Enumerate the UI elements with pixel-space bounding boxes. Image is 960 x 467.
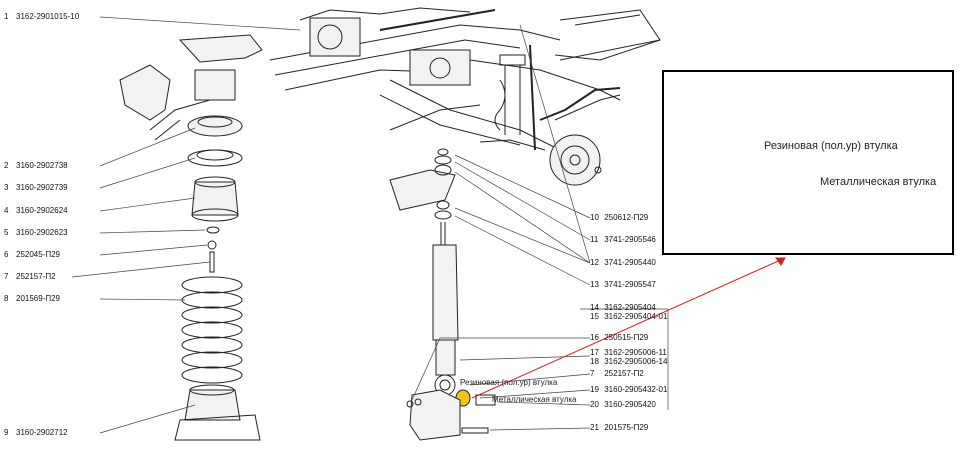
part-code: 250612-П29 xyxy=(604,213,649,222)
callout-18: 18 3162-2905006-14 xyxy=(590,357,667,367)
part-code: 3741-2905440 xyxy=(604,258,656,267)
upper-bracket xyxy=(389,169,456,211)
inset-rubber-bushing-label: Резиновая (пол.ур) втулка xyxy=(764,140,898,152)
bump-stop-bracket xyxy=(119,34,263,141)
callout-8: 8 201569-П29 xyxy=(4,294,60,304)
part-code: 3160-2902624 xyxy=(16,206,68,215)
part-code: 3162-2905006-11 xyxy=(604,348,667,357)
callout-number: 10 xyxy=(590,213,599,222)
nut xyxy=(207,240,217,250)
part-code: 252045-П29 xyxy=(16,250,61,259)
callout-number: 2 xyxy=(4,161,9,170)
callout-13: 13 3741-2905547 xyxy=(590,280,656,290)
washer xyxy=(206,226,220,234)
nut-10 xyxy=(437,148,449,156)
callout-number: 12 xyxy=(590,258,599,267)
part-code: 3162-2905404 xyxy=(604,303,656,312)
callout-3: 3 3160-2902739 xyxy=(4,183,68,193)
bushing-13 xyxy=(434,210,452,220)
callout-2: 2 3160-2902738 xyxy=(4,161,68,171)
part-code: 3741-2905547 xyxy=(604,280,656,289)
part-code: 3162-2905006-14 xyxy=(604,357,668,366)
callout-17: 17 3162-2905006-11 xyxy=(590,348,667,358)
callout-10: 10 250612-П29 xyxy=(590,213,648,223)
callout-21: 21 201575-П29 xyxy=(590,423,648,433)
spring-insulator xyxy=(187,115,243,137)
callout-number: 11 xyxy=(590,235,599,244)
part-code: 201569-П29 xyxy=(16,294,61,303)
inset-metal-bushing-label: Металлическая втулка xyxy=(820,176,937,188)
callout-number: 6 xyxy=(4,250,9,259)
callout-number: 7 xyxy=(4,272,9,281)
part-code: 252157-П2 xyxy=(604,369,644,378)
callout-number: 19 xyxy=(590,385,599,394)
callout-number: 4 xyxy=(4,206,9,215)
callout-16: 16 250515-П29 xyxy=(590,333,648,343)
rubber-bushing-label: Резиновая (пол.ур) втулка xyxy=(460,378,558,387)
lower-spring-seat xyxy=(174,384,261,441)
part-code: 201575-П29 xyxy=(604,423,649,432)
part-code: 3160-2902623 xyxy=(16,228,68,237)
callout-number: 9 xyxy=(4,428,9,437)
callout-number: 16 xyxy=(590,333,599,342)
callout-number: 13 xyxy=(590,280,599,289)
leader-lines xyxy=(71,16,669,434)
spring-pad xyxy=(187,149,243,167)
metal-bushing-label: Металлическая втулка xyxy=(492,395,577,404)
part-code: 3160-2902712 xyxy=(16,428,68,437)
callout-5: 5 3160-2902623 xyxy=(4,228,68,238)
washer-13 xyxy=(436,200,450,210)
callout-arrow xyxy=(471,257,786,399)
part-code: 250515-П29 xyxy=(604,333,649,342)
part-code: 3160-2902738 xyxy=(16,161,68,170)
callout-number: 15 xyxy=(590,312,599,321)
callout-6: 6 252045-П29 xyxy=(4,250,60,260)
callout-7b: 7 252157-П2 xyxy=(590,369,644,379)
callout-number: 3 xyxy=(4,183,9,192)
callout-number: 1 xyxy=(4,12,9,21)
part-code: 3162-2901015-10 xyxy=(16,12,80,21)
part-code: 3162-2905404-01 xyxy=(604,312,668,321)
detail-inset: Резиновая (пол.ур) втулка Металлическая … xyxy=(662,70,954,255)
part-code: 3160-2905432-01 xyxy=(604,385,668,394)
callout-15: 15 3162-2905404-01 xyxy=(590,312,667,322)
callout-number: 20 xyxy=(590,400,599,409)
arrow-head xyxy=(775,257,786,266)
callout-number: 8 xyxy=(4,294,9,303)
callout-4: 4 3160-2902624 xyxy=(4,206,68,216)
part-code: 3741-2905546 xyxy=(604,235,656,244)
callout-number: 14 xyxy=(590,303,599,312)
shock-absorber xyxy=(432,222,459,396)
callout-7: 7 252157-П2 xyxy=(4,272,56,282)
callout-12: 12 3741-2905440 xyxy=(590,258,656,268)
callout-number: 5 xyxy=(4,228,9,237)
callout-number: 7 xyxy=(590,369,595,378)
callout-20: 20 3160-2905420 xyxy=(590,400,656,410)
bolt xyxy=(209,251,215,273)
callout-14: 14 3162-2905404 xyxy=(590,303,656,313)
metal-bushing xyxy=(475,394,496,406)
washer-11 xyxy=(434,155,452,165)
bump-stop xyxy=(191,176,239,222)
lower-bracket xyxy=(406,389,461,441)
callout-9: 9 3160-2902712 xyxy=(4,428,68,438)
callout-number: 17 xyxy=(590,348,599,357)
callout-19: 19 3160-2905432-01 xyxy=(590,385,667,395)
coil-spring xyxy=(181,276,243,384)
part-code: 3160-2902739 xyxy=(16,183,68,192)
callout-1: 1 3162-2901015-10 xyxy=(4,12,79,22)
bushing-12 xyxy=(434,164,452,176)
callout-number: 18 xyxy=(590,357,599,366)
lower-bolt xyxy=(461,427,489,434)
part-code: 252157-П2 xyxy=(16,272,56,281)
callout-number: 21 xyxy=(590,423,599,432)
callout-11: 11 3741-2905546 xyxy=(590,235,656,245)
chassis-frame xyxy=(269,7,661,186)
part-code: 3160-2905420 xyxy=(604,400,656,409)
